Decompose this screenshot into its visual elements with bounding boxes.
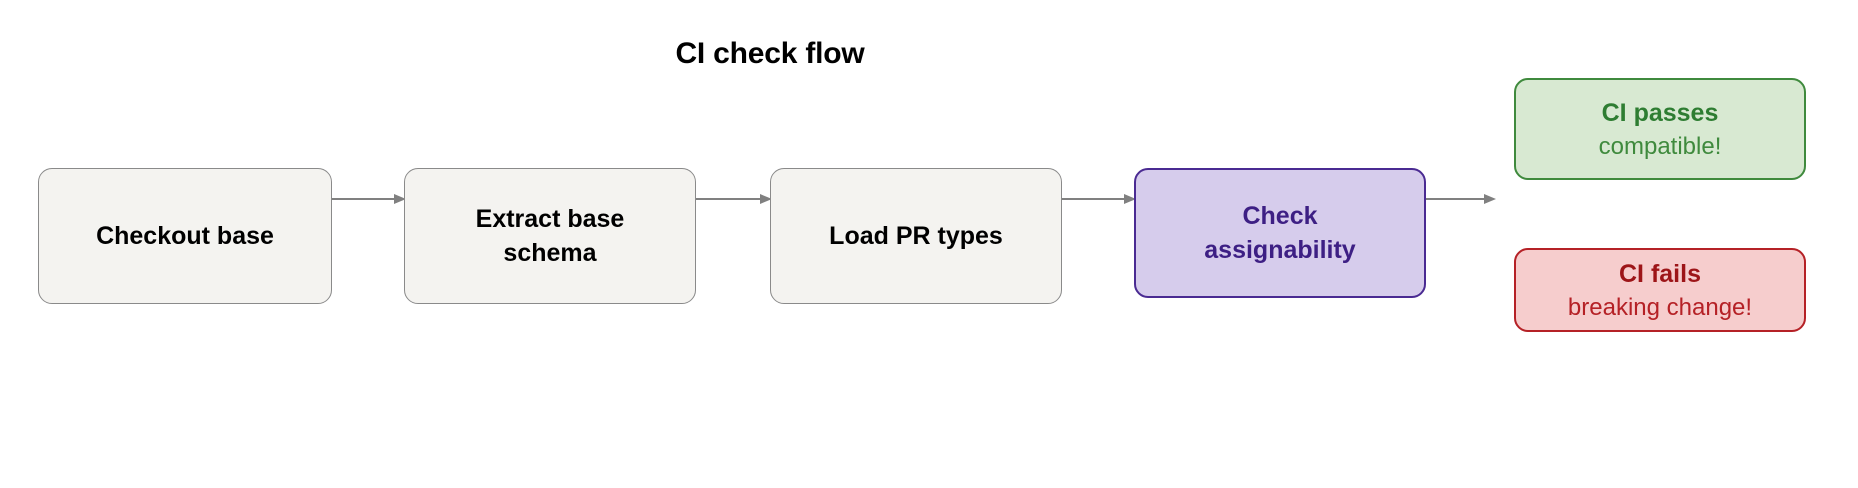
flow-arrow-extract-to-load: [696, 194, 772, 204]
flow-node-sublabel: breaking change!: [1567, 293, 1753, 321]
flow-node-label: Checkout base: [96, 222, 274, 250]
flow-node-label: Extract base schema: [475, 205, 625, 267]
flow-arrow-load-to-check: [1062, 194, 1136, 204]
flow-node-label: Check assignability: [1204, 202, 1356, 264]
flow-node-check-assignability[interactable]: Check assignability: [1134, 168, 1426, 298]
flow-node-sublabel: compatible!: [1598, 132, 1722, 160]
page-title: CI check flow: [675, 37, 865, 70]
flow-node-extract-base-schema[interactable]: Extract base schema: [404, 168, 696, 304]
flow-node-ci-passes[interactable]: CI passes compatible!: [1514, 78, 1806, 180]
flow-node-label: CI fails: [1619, 259, 1701, 288]
flow-node-ci-fails[interactable]: CI fails breaking change!: [1514, 248, 1806, 332]
flow-node-label: CI passes: [1601, 98, 1719, 127]
flow-node-label: Load PR types: [829, 222, 1003, 250]
flow-node-load-pr-types[interactable]: Load PR types: [770, 168, 1062, 304]
flow-arrow-checkout-to-extract: [332, 194, 406, 204]
flow-node-checkout-base[interactable]: Checkout base: [38, 168, 332, 304]
flow-arrow-check-to-outcome: [1426, 194, 1496, 204]
